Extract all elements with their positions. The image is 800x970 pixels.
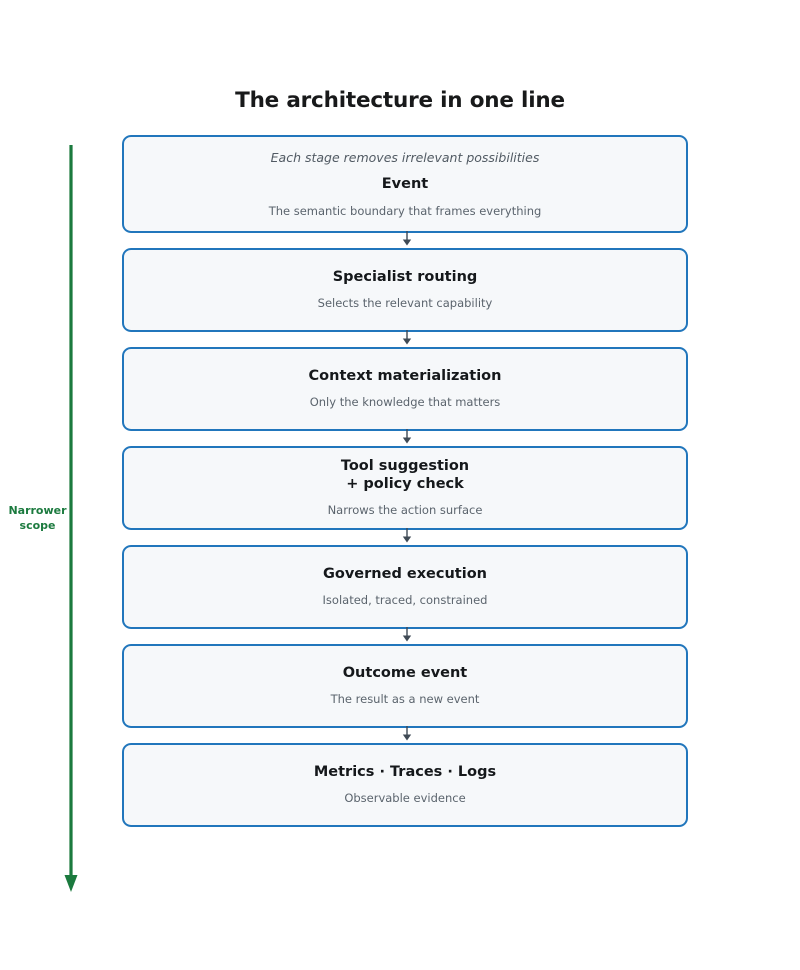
flow-caption: Each stage removes irrelevant possibilit… xyxy=(270,150,540,166)
stage-subtitle: Observable evidence xyxy=(344,791,466,806)
page-title: The architecture in one line xyxy=(235,88,565,113)
connector-arrow-icon xyxy=(402,627,412,642)
connector-arrow-icon xyxy=(402,330,412,345)
connector-arrow-icon xyxy=(402,726,412,741)
stage-box-event[interactable]: Each stage removes irrelevant possibilit… xyxy=(122,135,688,246)
connector-arrow-icon xyxy=(402,429,412,444)
stage-title: Context materialization xyxy=(308,367,502,384)
stage-title: Metrics · Traces · Logs xyxy=(313,763,497,780)
stage-subtitle: The semantic boundary that frames everyt… xyxy=(268,203,542,218)
narrower-scope-arrow-icon xyxy=(64,145,78,892)
stage-box-specialist-routing[interactable]: Specialist routing Selects the relevant … xyxy=(122,248,688,345)
stage-subtitle: The result as a new event xyxy=(330,692,480,707)
stage-subtitle: Only the knowledge that matters xyxy=(309,395,501,410)
connector-arrow-icon xyxy=(402,528,412,543)
stage-title: Event xyxy=(381,176,429,193)
architecture-flow: Each stage removes irrelevant possibilit… xyxy=(122,135,688,827)
stage-subtitle: Narrows the action surface xyxy=(327,503,483,517)
stage-box-governed-execution[interactable]: Governed execution Isolated, traced, con… xyxy=(122,545,688,642)
stage-box-tool-suggestion-policy-check[interactable]: Tool suggestion + policy check Narrows t… xyxy=(122,446,688,543)
stage-subtitle: Isolated, traced, constrained xyxy=(322,593,488,608)
stage-box-outcome-event[interactable]: Outcome event The result as a new event xyxy=(122,644,688,741)
narrower-scope-label: Narrower scope xyxy=(8,504,67,532)
stage-title: Specialist routing xyxy=(332,268,478,285)
stage-title: Governed execution xyxy=(322,565,487,582)
stage-subtitle: Selects the relevant capability xyxy=(317,296,493,311)
connector-arrow-icon xyxy=(402,231,412,246)
narrower-scope-axis: Narrower scope xyxy=(0,0,140,966)
stage-box-metrics-traces-logs[interactable]: Metrics · Traces · Logs Observable evide… xyxy=(122,743,688,827)
stage-box-context-materialization[interactable]: Context materialization Only the knowled… xyxy=(122,347,688,444)
stage-title: Outcome event xyxy=(342,664,468,681)
stage-title: Tool suggestion + policy check xyxy=(340,458,470,492)
